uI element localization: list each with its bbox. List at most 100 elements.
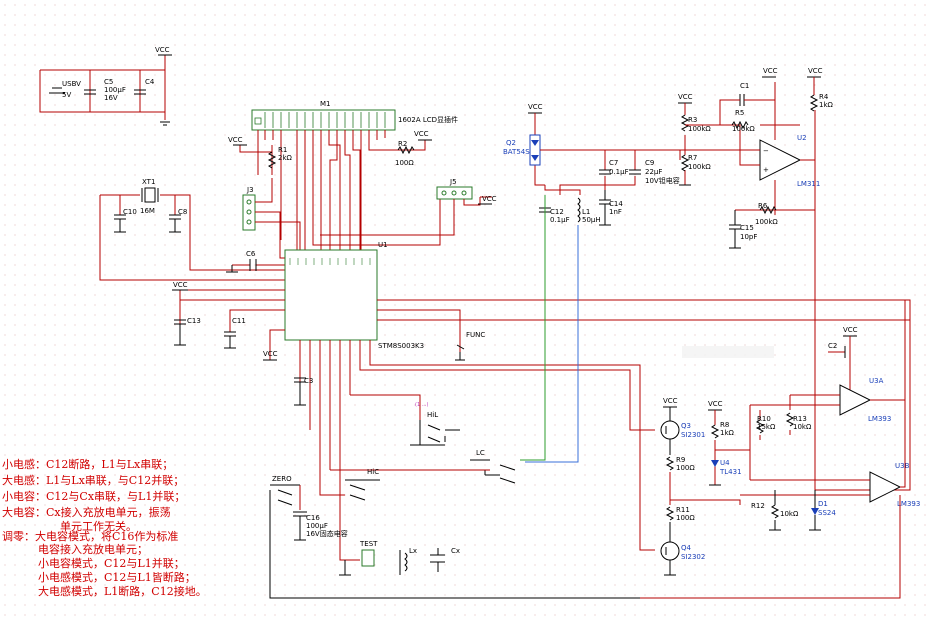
c6-cap: C6 <box>226 250 285 273</box>
usb-power-block: USBV 5V C5 100µF 16V C4 VCC <box>39 46 172 126</box>
u2-comparator: VCC R3 100kΩ R7 100kΩ − + U2 LM311 R5 10… <box>678 67 911 491</box>
vcc-label-c3: VCC <box>263 350 278 358</box>
c8-label: C8 <box>178 208 187 216</box>
note-line-9: 小电感模式，C12与L1皆断路； <box>38 570 196 584</box>
c11-label: C11 <box>232 317 246 325</box>
vcc-label-1: VCC <box>155 46 170 54</box>
c3-label: C3 <box>304 377 313 385</box>
c12-value: 0.1µF <box>550 216 570 224</box>
m1-label: M1 <box>320 100 331 108</box>
lc-label: LC <box>476 449 485 457</box>
r9-label: R9 <box>676 456 685 464</box>
note-line-3: 小电容：C12与Cx串联，与L1并联； <box>2 489 185 503</box>
u4-label: U4 <box>720 459 730 467</box>
note-line-1: 小电感：C12断路，L1与Lx串联； <box>2 457 173 471</box>
q3-q4-chain: VCC Q3 SI2301 R9 100Ω R11 100Ω Q4 SI2302… <box>660 397 836 576</box>
analog-front-end: VCC Q2 BAT54S C7 0.1µF C9 22µF 10V钽电容 C1… <box>503 103 755 463</box>
j3-header: J3 <box>242 178 301 259</box>
notes-block: 小电感：C12断路，L1与Lx串联； 大电感：L1与Lx串联，与C12并联； 小… <box>2 457 207 598</box>
c2-label: C2 <box>828 342 837 350</box>
xt1-value: 16M <box>140 207 155 215</box>
c16-voltage: 16V固态电容 <box>306 529 348 538</box>
hic-label: HiC <box>367 468 379 476</box>
note-line-10: 大电感模式，L1断路，C12接地。 <box>38 584 207 598</box>
r10-value: 15kΩ <box>757 423 776 431</box>
u2-plus: + <box>763 166 769 174</box>
c15-label: C15 <box>740 224 754 232</box>
r8-label: R8 <box>720 421 729 429</box>
vcc-label-j5: VCC <box>482 195 497 203</box>
d1-label: D1 <box>818 500 828 508</box>
c5-voltage: 16V <box>104 94 118 102</box>
c14-value: 1nF <box>609 208 622 216</box>
vcc-label-r8: VCC <box>708 400 723 408</box>
r3-value: 100kΩ <box>688 125 711 133</box>
d1-name: SS24 <box>818 509 836 517</box>
lx-label: Lx <box>409 547 417 555</box>
usb-label: USBV <box>62 80 81 88</box>
r8-value: 1kΩ <box>720 429 735 437</box>
r11-label: R11 <box>676 506 690 514</box>
r2-label: R2 <box>398 140 407 148</box>
c16-label: C16 <box>306 514 320 522</box>
r2-value: 100Ω <box>395 159 414 167</box>
u1-mcu: U1 STM8S003K3 <box>179 241 911 551</box>
q2-name: BAT54S <box>503 148 530 156</box>
vcc-label-q3: VCC <box>663 397 678 405</box>
xt1-crystal: XT1 16M C10 C8 <box>99 178 285 281</box>
q4-label: Q4 <box>681 544 692 552</box>
c6-label: C6 <box>246 250 256 258</box>
vcc-label-r3: VCC <box>678 93 693 101</box>
c12-label: C12 <box>550 208 564 216</box>
r4-value: 1kΩ <box>819 101 834 109</box>
c9-label: C9 <box>645 159 654 167</box>
l1-label: L1 <box>582 208 590 216</box>
c16-value: 100µF <box>306 522 328 530</box>
watermark <box>682 346 774 358</box>
r1-value: 2kΩ <box>278 154 293 162</box>
vcc-label-r2: VCC <box>414 130 429 138</box>
r13-label: R13 <box>793 415 807 423</box>
u2-minus: − <box>763 147 769 155</box>
m1-lcd-header: M1 1602A LCD显插件 VCC R2 100Ω <box>251 100 458 255</box>
q3-label: Q3 <box>681 422 691 430</box>
r3-label: R3 <box>688 116 697 124</box>
u2-name: LM311 <box>797 180 820 188</box>
r12-value: 10kΩ <box>780 510 799 518</box>
svg-text:(1 ...): (1 ...) <box>415 402 428 408</box>
usb-voltage: 5V <box>62 91 71 99</box>
mode-switches: (1 ...) HiL LC HiC ZERO C16 100µF 16V固态电… <box>269 394 901 599</box>
vcc-label-u2: VCC <box>763 67 778 75</box>
q4-name: SI2302 <box>681 553 705 561</box>
c9-voltage: 10V钽电容 <box>645 176 680 185</box>
note-line-6: 调零：大电容模式，将C16作为标准 <box>2 529 178 543</box>
c5-label: C5 <box>104 78 113 86</box>
r11-value: 100Ω <box>676 514 695 522</box>
r1-label: R1 <box>278 146 287 154</box>
c13-label: C13 <box>187 317 201 325</box>
q3-name: SI2301 <box>681 431 705 439</box>
r13-value: 10kΩ <box>793 423 812 431</box>
u3b-name: LM393 <box>897 500 920 508</box>
j5-label: J5 <box>449 178 457 186</box>
l1-value: 50µH <box>582 216 601 224</box>
note-line-2: 大电感：L1与Lx串联，与C12并联； <box>2 473 184 487</box>
u3b-label: U3B <box>895 462 910 470</box>
vcc-label-r4: VCC <box>808 67 823 75</box>
c4-label: C4 <box>145 78 155 86</box>
c14-label: C14 <box>609 200 623 208</box>
r10-label: R10 <box>757 415 771 423</box>
vcc-label-r1: VCC <box>228 136 243 144</box>
r7-label: R7 <box>688 154 697 162</box>
u1-name: STM8S003K3 <box>378 342 424 350</box>
hil-label: HiL <box>427 411 438 419</box>
c9-value: 22µF <box>645 168 662 176</box>
r5-label: R5 <box>735 109 744 117</box>
r9-value: 100Ω <box>676 464 695 472</box>
note-line-5: 单元工作无关。 <box>60 519 137 533</box>
r1-resistor: VCC R1 2kΩ <box>228 136 293 175</box>
func-label: FUNC <box>466 331 485 339</box>
r7-value: 100kΩ <box>688 163 711 171</box>
q2-label: Q2 <box>506 139 516 147</box>
